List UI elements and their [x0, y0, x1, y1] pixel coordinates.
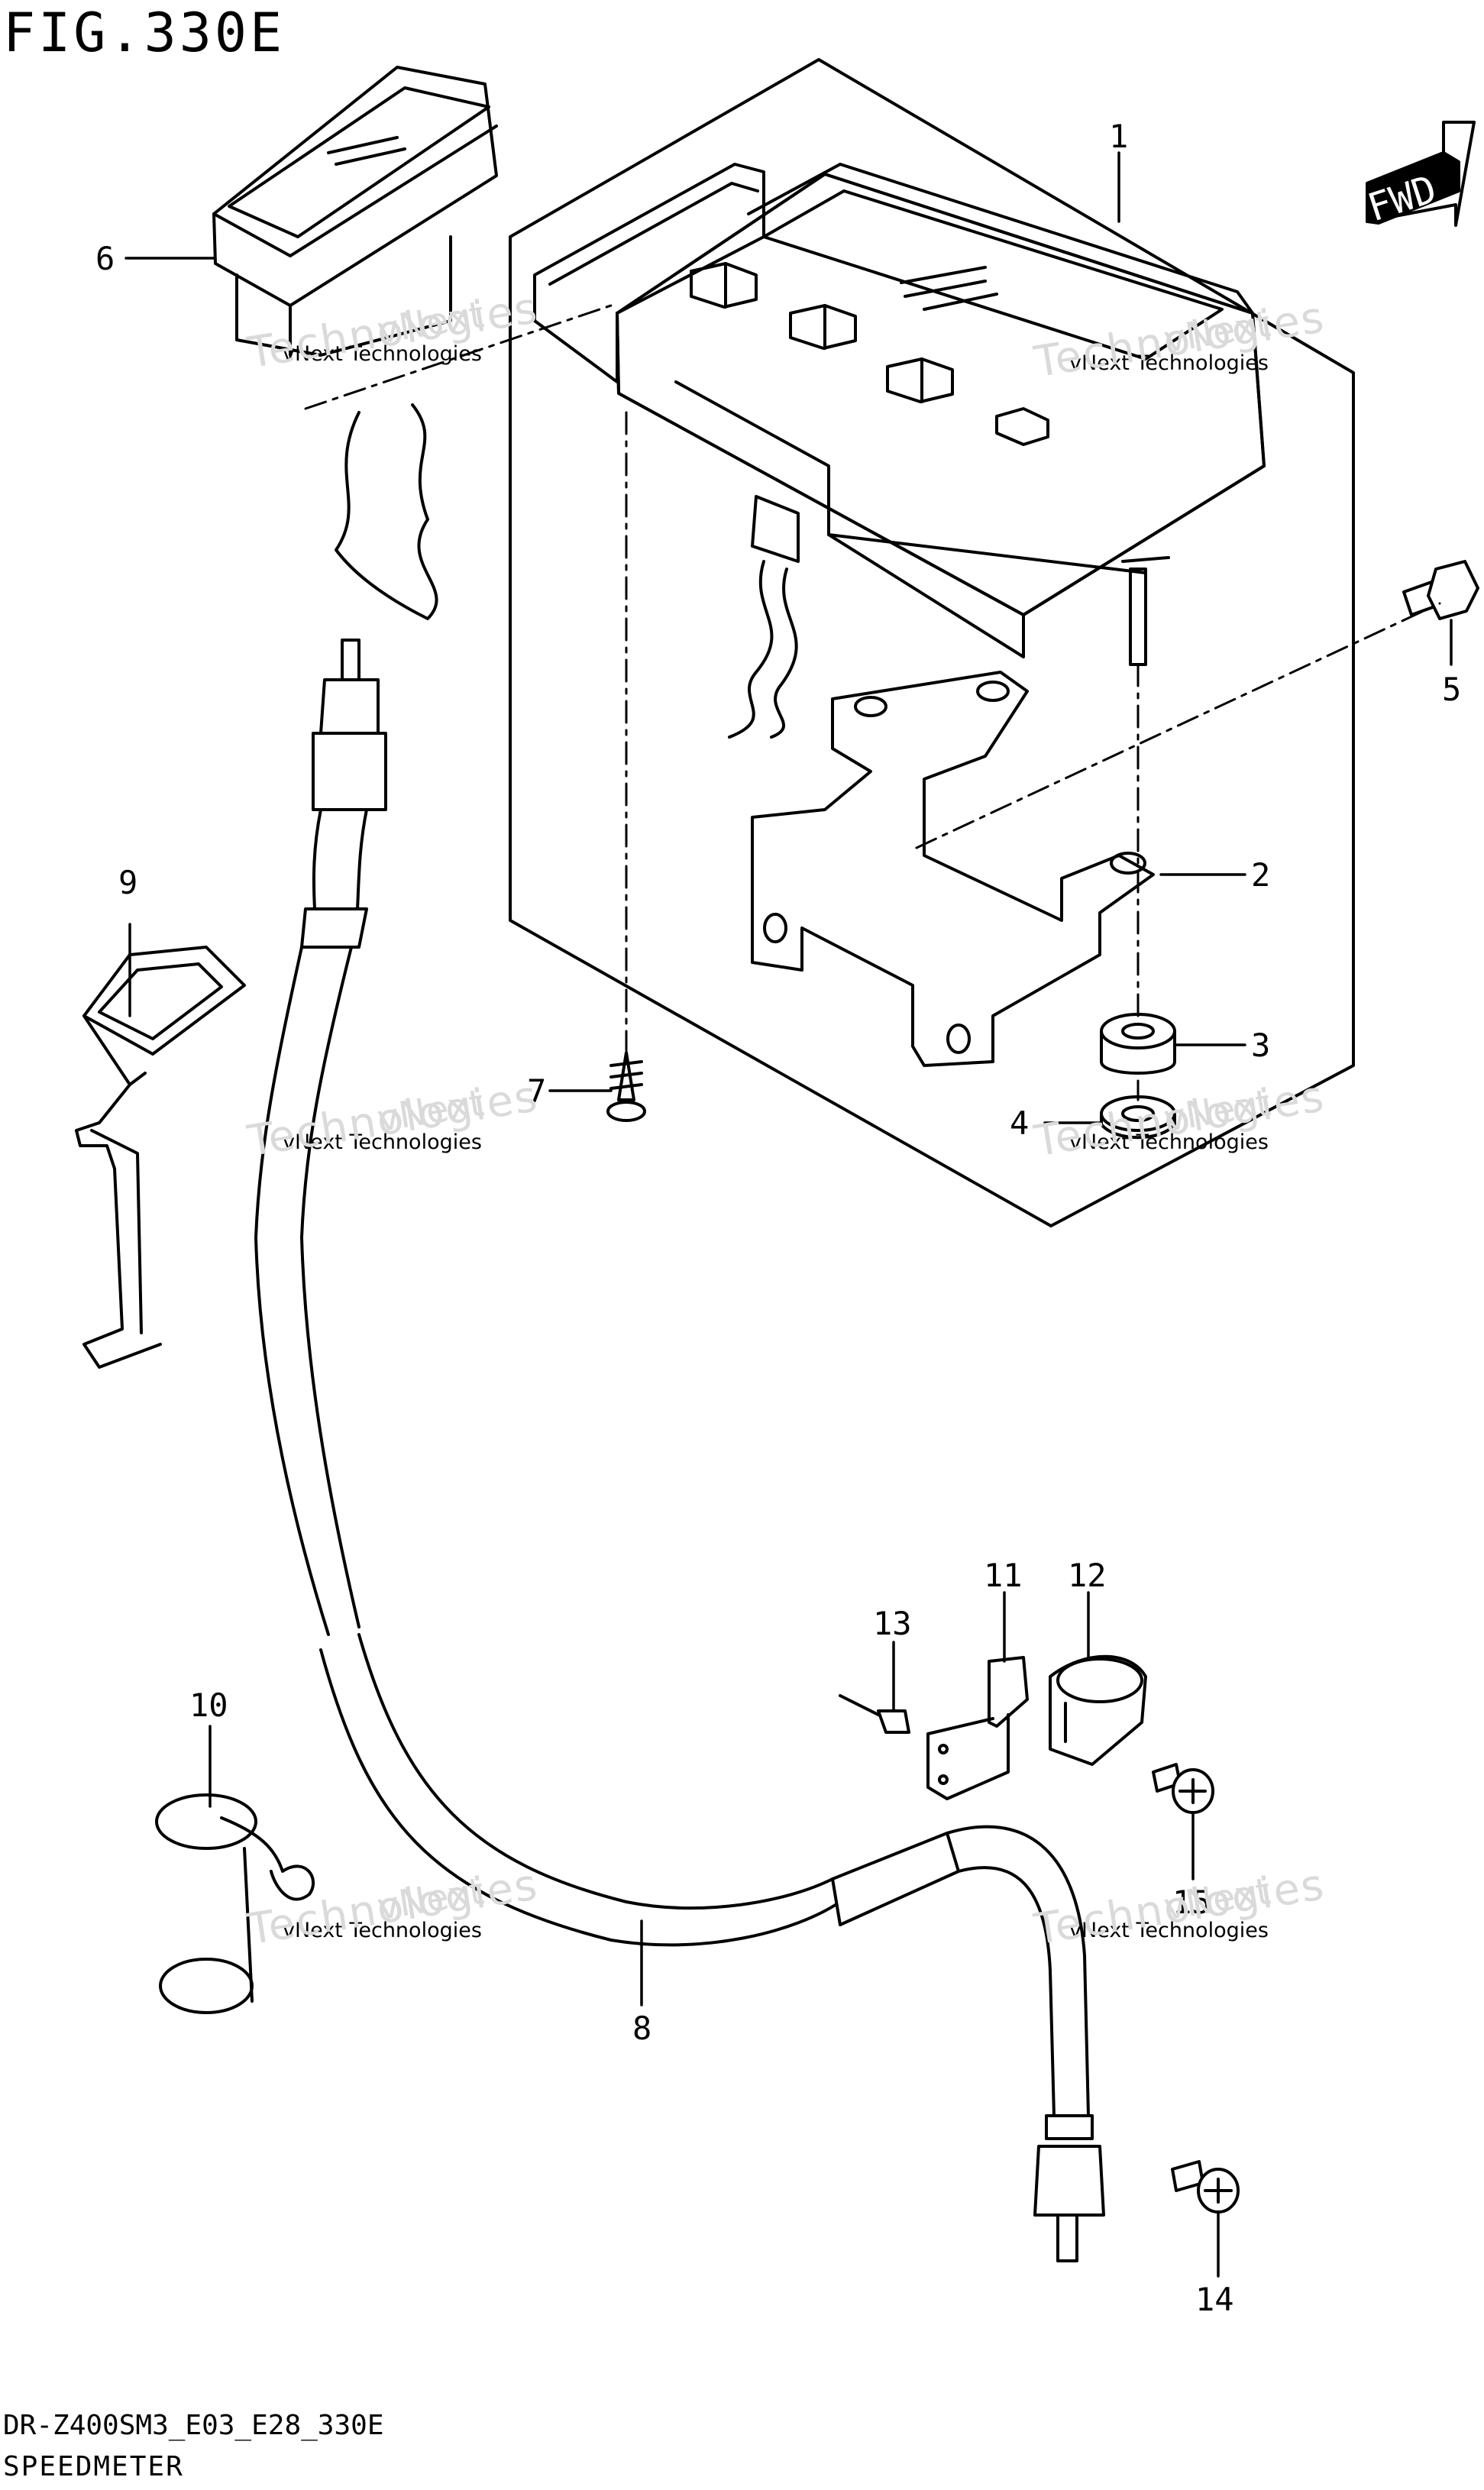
callout-11[interactable]: 11 [984, 1557, 1023, 1594]
watermark-text: vNext Technologies [283, 1130, 482, 1154]
leader-lines [124, 151, 1453, 2278]
callout-7[interactable]: 7 [527, 1072, 547, 1110]
callout-14[interactable]: 14 [1195, 2281, 1234, 2318]
watermark-text: vNext Technologies [283, 1919, 482, 1942]
part-12-cable-clamp [1049, 1654, 1147, 1766]
callout-4[interactable]: 4 [1010, 1104, 1030, 1142]
part-8-speedometer-cable [254, 639, 1105, 2262]
watermark-text: vNext Technologies [1069, 351, 1269, 375]
callout-13[interactable]: 13 [873, 1605, 912, 1642]
part-10-clip [155, 1793, 315, 2014]
model-code: DR-Z400SM3_E03_E28_330E [3, 2410, 384, 2441]
callout-3[interactable]: 3 [1251, 1027, 1271, 1064]
watermark: vNext Technologies Technologies vNext [244, 1072, 542, 1167]
assembly-outline [509, 58, 1355, 1227]
watermark: vNext Technologies Technologies vNext [1031, 1860, 1328, 1955]
part-6-indicator-light [212, 66, 498, 620]
figure-title: FIG.330E [3, 2, 286, 64]
watermark: vNext Technologies Technologies vNext [244, 1860, 542, 1955]
callout-12[interactable]: 12 [1068, 1557, 1107, 1594]
part-1-speedometer-unit [533, 163, 1266, 739]
part-11-bracket-clip [926, 1656, 1029, 1800]
center-lines [304, 304, 1441, 1101]
part-13-rivet [839, 1694, 910, 1734]
watermark: vNext Technologies Technologies vNext [1031, 1072, 1328, 1167]
callout-6[interactable]: 6 [95, 240, 115, 277]
callout-10[interactable]: 10 [189, 1686, 228, 1724]
callout-1[interactable]: 1 [1109, 118, 1129, 155]
watermark-text: vNext Technologies [1069, 1919, 1269, 1942]
part-3-grommet [1100, 1013, 1176, 1075]
part-2-bracket [751, 671, 1155, 1067]
fwd-label: FWD [1363, 167, 1442, 230]
callout-9[interactable]: 9 [118, 864, 138, 901]
watermark: vNext Technologies Technologies vNext [1031, 293, 1328, 388]
callout-8[interactable]: 8 [632, 2010, 652, 2047]
part-5-bolt [1402, 560, 1479, 620]
callout-5[interactable]: 5 [1442, 671, 1462, 708]
part-7-screw [606, 1051, 646, 1122]
section-name: SPEEDMETER [3, 2451, 184, 2482]
watermark: vNext Technologies Technologies vNext [244, 283, 542, 379]
callout-15[interactable]: 15 [1172, 1884, 1211, 1921]
watermark-text: vNext Technologies [1069, 1130, 1269, 1154]
part-15-screw [1152, 1763, 1214, 1814]
callout-2[interactable]: 2 [1251, 856, 1271, 894]
part-14-screw [1171, 2160, 1240, 2214]
fwd-arrow: FWD [1363, 121, 1476, 230]
watermark-text: vNext Technologies [283, 342, 482, 366]
part-9-clamp [75, 946, 246, 1369]
